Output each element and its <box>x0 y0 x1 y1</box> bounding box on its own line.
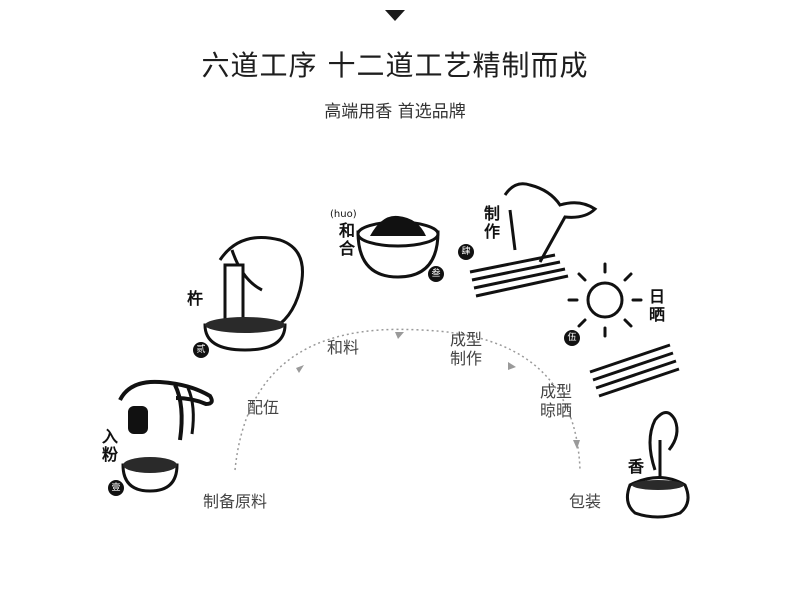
page-subtitle: 高端用香 首选品牌 <box>324 102 466 122</box>
sun-drying-icon <box>567 262 680 398</box>
step-label-pack: 包装 <box>568 492 601 511</box>
caption-xiang: 香 <box>628 457 645 476</box>
caption-chu: 杵 <box>187 289 204 308</box>
page-title: 六道工序 十二道工艺精制而成 <box>201 49 589 82</box>
step-label-form: 成型 制作 <box>449 330 482 368</box>
arrow-head-icon <box>296 365 304 373</box>
arrow-head-icon <box>508 362 516 370</box>
powder-bowl-icon <box>118 379 214 493</box>
step-label-dry: 成型 晾晒 <box>539 382 572 420</box>
down-triangle-icon <box>385 10 405 21</box>
step-label-prepare: 制备原料 <box>202 492 267 511</box>
caption-ri-shai: 日 晒 <box>649 287 666 324</box>
seal-icon: 肆 <box>458 244 474 260</box>
pinyin-huo: (huo) <box>330 209 357 220</box>
incense-sticks-hand-icon <box>469 182 598 298</box>
mixing-bowl-icon <box>356 215 440 279</box>
seal-icon: 壹 <box>108 480 124 496</box>
pestle-mortar-icon <box>203 236 304 352</box>
seal-icon: 叁 <box>428 266 444 282</box>
arrow-head-icon <box>395 332 404 339</box>
arrow-head-icon <box>573 440 580 449</box>
caption-ru-fen: 入 粉 <box>102 427 119 464</box>
step-label-blend: 配伍 <box>246 398 279 417</box>
seal-icon: 贰 <box>193 342 209 358</box>
caption-he-he: 和 合 <box>339 221 356 258</box>
step-label-mix: 和料 <box>326 338 359 357</box>
process-arc <box>234 328 581 471</box>
seal-icon: 伍 <box>564 330 580 346</box>
incense-burner-icon <box>625 411 690 519</box>
caption-zhi-zuo: 制 作 <box>484 204 501 241</box>
